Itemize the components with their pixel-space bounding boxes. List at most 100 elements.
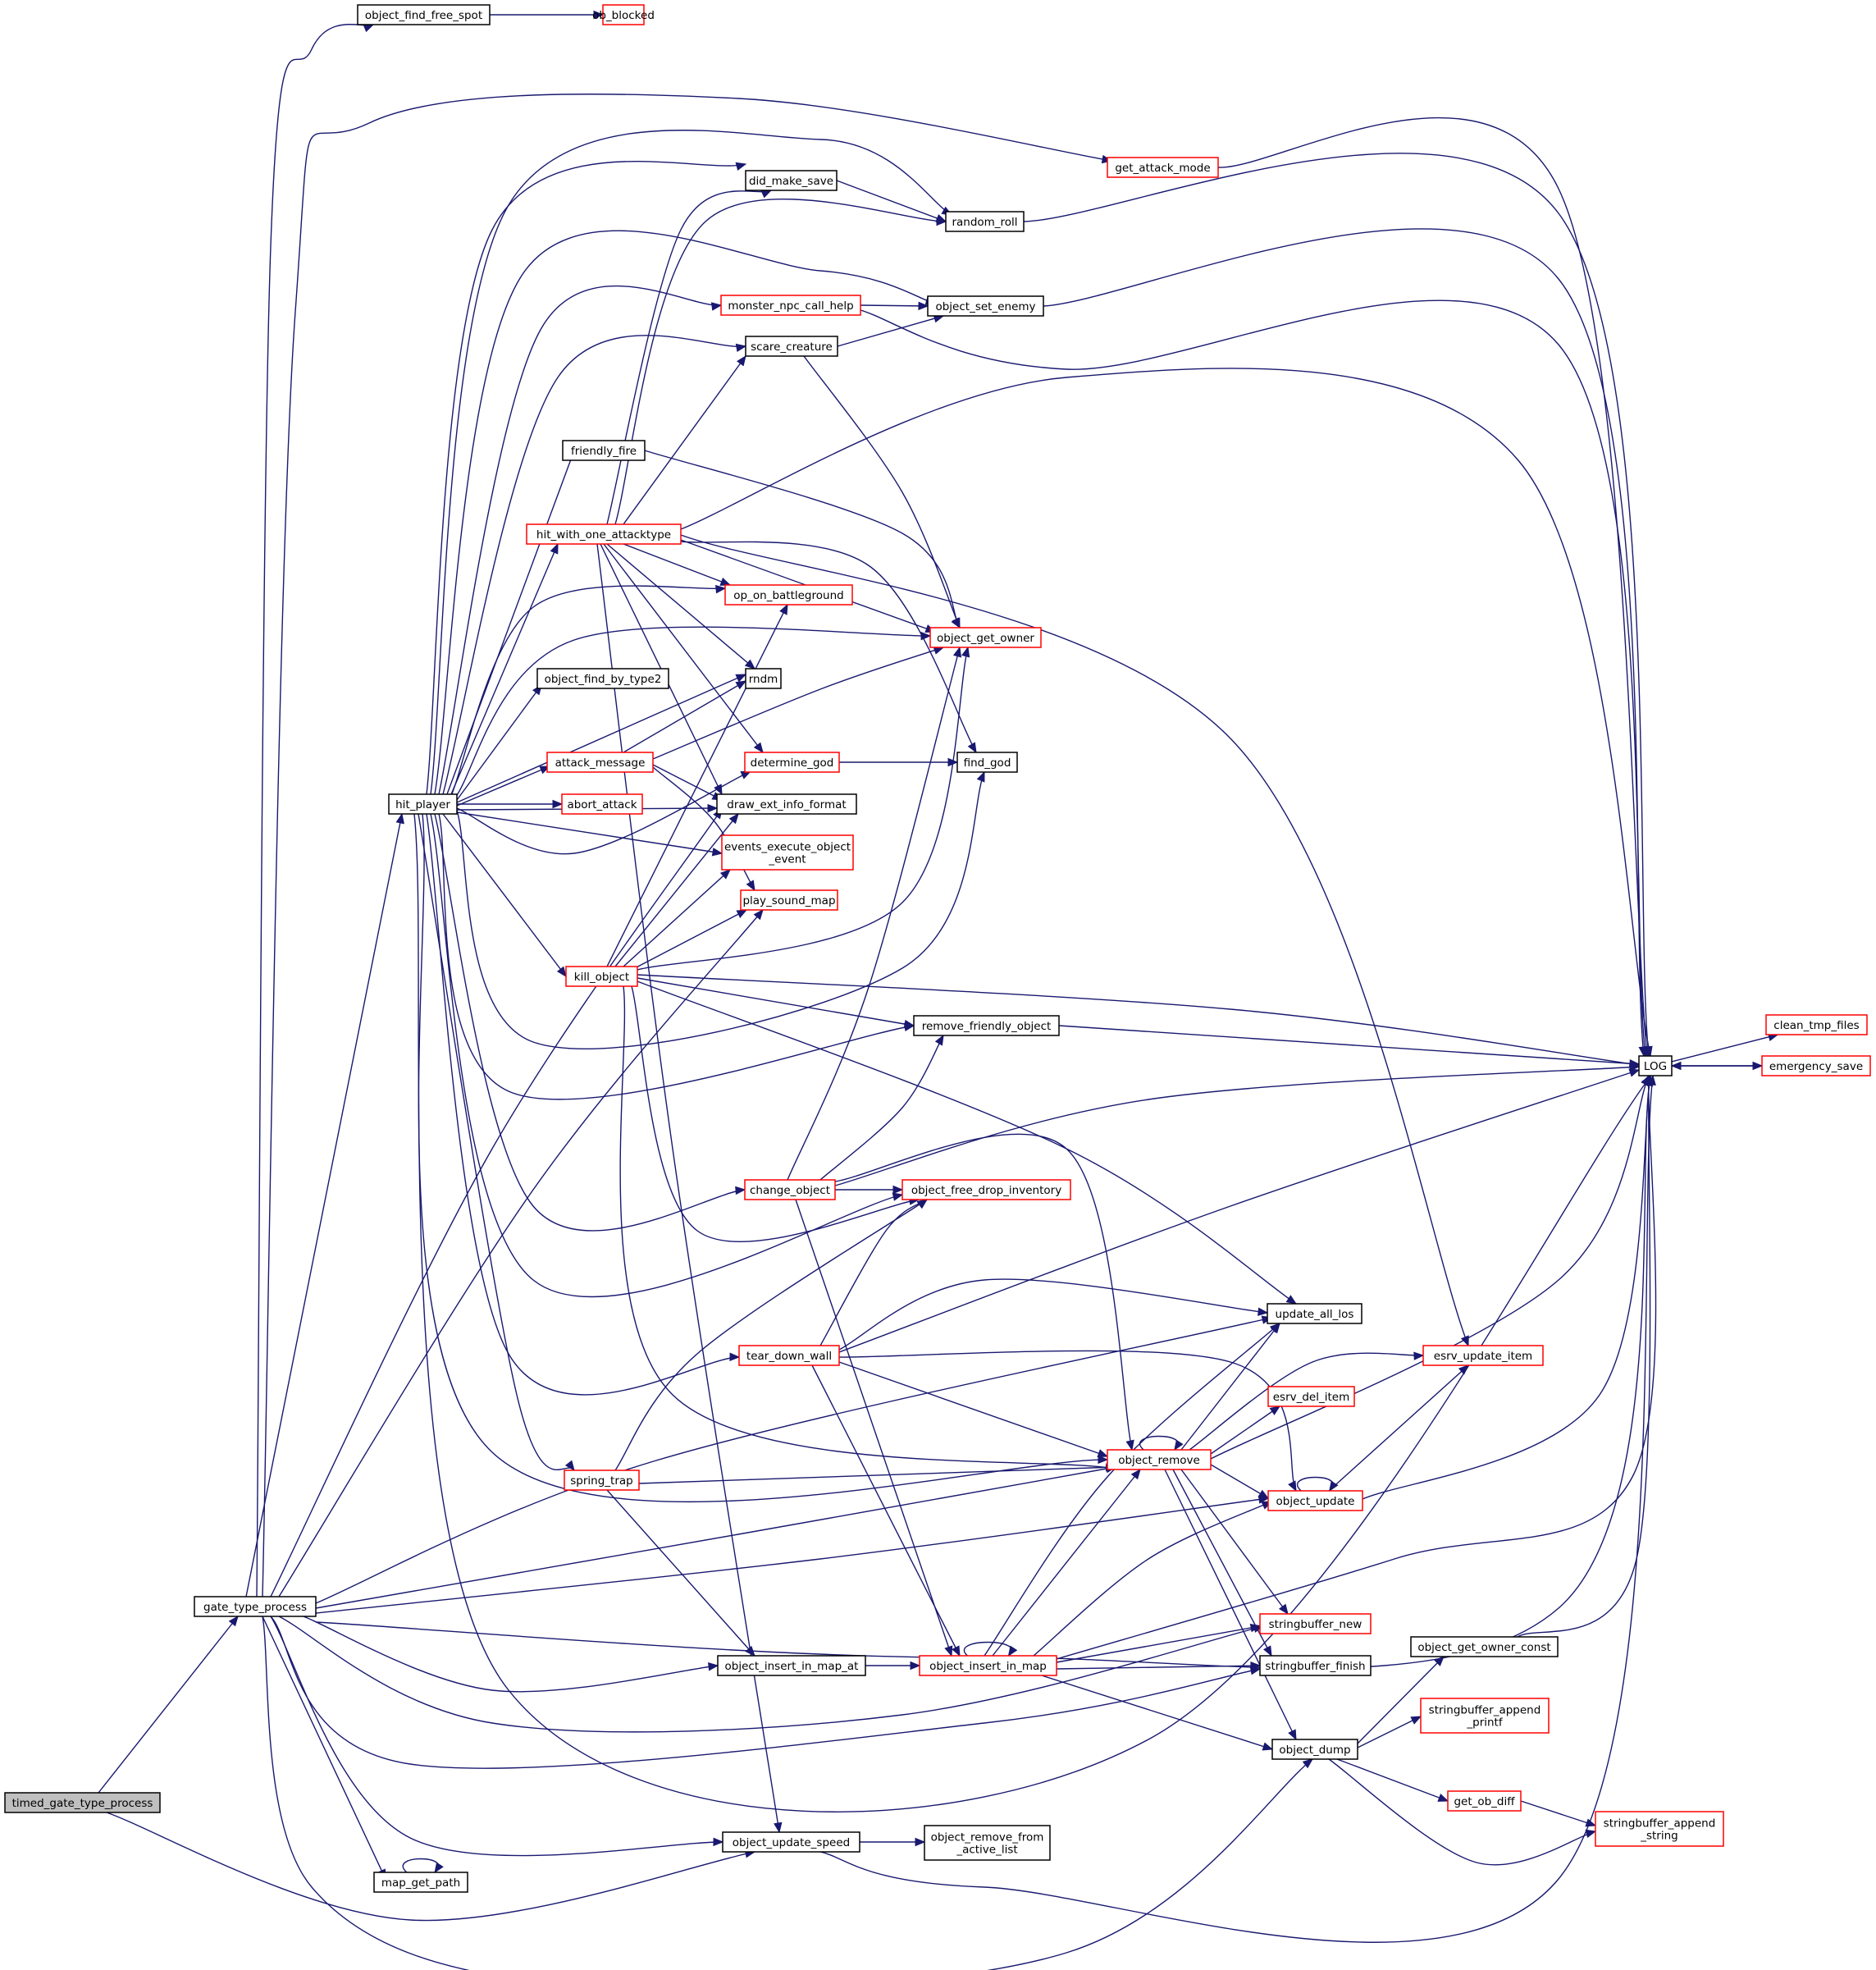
edge-hit_with_one_attacktype-to-random_roll xyxy=(614,199,947,525)
node-label: _active_list xyxy=(956,1844,1017,1857)
edge-hit_player-to-spring_trap xyxy=(418,813,575,1472)
node-stringbuffer-append-printf[interactable]: stringbuffer_append_printf xyxy=(1420,1698,1550,1734)
node-stringbuffer-new[interactable]: stringbuffer_new xyxy=(1259,1613,1372,1634)
node-object-get-owner[interactable]: object_get_owner xyxy=(929,627,1042,648)
node-determine-god[interactable]: determine_god xyxy=(744,752,840,773)
edge-get_attack_mode-to-LOG xyxy=(1217,117,1651,1058)
node-box xyxy=(717,1655,866,1676)
node-map-get-path[interactable]: map_get_path xyxy=(373,1872,468,1893)
node-emergency-save[interactable]: emergency_save xyxy=(1761,1055,1871,1076)
edge-hit_player-to-events_execute_object_event xyxy=(456,811,723,857)
edge-object_insert_in_map-to-stringbuffer_new xyxy=(1056,1623,1262,1663)
node-object-get-owner-const[interactable]: object_get_owner_const xyxy=(1410,1636,1559,1657)
node-play-sound-map[interactable]: play_sound_map xyxy=(740,889,838,911)
node-attack-message[interactable]: attack_message xyxy=(546,752,654,773)
node-label: object_set_enemy xyxy=(935,300,1035,313)
node-object-update-speed[interactable]: object_update_speed xyxy=(722,1831,860,1853)
edge-remove_friendly_object-to-LOG xyxy=(1058,1025,1641,1068)
node-monster-npc-call-help[interactable]: monster_npc_call_help xyxy=(720,295,861,316)
edge-hit_player-to-kill_object xyxy=(442,813,567,978)
node-object-find-free-spot[interactable]: object_find_free_spot xyxy=(357,4,491,25)
node-update-all-los[interactable]: update_all_los xyxy=(1267,1303,1362,1324)
node-object-free-drop-inventory[interactable]: object_free_drop_inventory xyxy=(901,1179,1071,1200)
edge-object_dump-to-stringbuffer_append_printf xyxy=(1357,1716,1422,1748)
edge-object_update_speed-to-LOG xyxy=(819,1074,1656,1943)
node-box xyxy=(924,1825,1051,1861)
node-object-insert-in-map[interactable]: object_insert_in_map xyxy=(919,1655,1057,1676)
node-LOG[interactable]: LOG xyxy=(1638,1055,1673,1076)
edge-kill_object-to-LOG xyxy=(637,974,1641,1068)
node-label: object_update xyxy=(1276,1495,1355,1508)
node-label: object_find_free_spot xyxy=(365,9,482,22)
edge-timed_gate_type_process-to-object_update_speed xyxy=(106,1812,756,1922)
edge-object_dump-to-stringbuffer_append_string xyxy=(1328,1758,1597,1866)
edge-object_insert_in_map-to-object_remove xyxy=(992,1468,1141,1657)
node-layer: timed_gate_type_process gate_type_process… xyxy=(4,4,1871,1893)
edge-object_update_speed-to-object_remove_from_active_list xyxy=(860,1837,926,1847)
node-draw-ext-info-format[interactable]: draw_ext_info_format xyxy=(716,793,857,815)
node-label: esrv_del_item xyxy=(1273,1391,1350,1404)
node-did-make-save[interactable]: did_make_save xyxy=(745,170,838,191)
edge-hit_player-to-object_find_by_type2 xyxy=(456,683,542,801)
node-label: map_get_path xyxy=(381,1876,460,1890)
node-esrv-del-item[interactable]: esrv_del_item xyxy=(1267,1386,1355,1407)
node-stringbuffer-finish[interactable]: stringbuffer_finish xyxy=(1259,1655,1372,1676)
node-find-god[interactable]: find_god xyxy=(956,752,1018,773)
edge-object_dump-to-object_get_owner_const xyxy=(1357,1656,1445,1744)
node-get-attack-mode[interactable]: get_attack_mode xyxy=(1107,157,1219,178)
node-events-execute-object-event[interactable]: events_execute_object_event xyxy=(721,834,854,871)
node-box xyxy=(913,1015,1060,1036)
node-object-dump[interactable]: object_dump xyxy=(1271,1739,1358,1760)
edge-hit_with_one_attacktype-to-find_god xyxy=(680,541,977,754)
node-box xyxy=(1595,1811,1724,1847)
node-object-remove-from-active-list[interactable]: object_remove_from_active_list xyxy=(924,1825,1051,1861)
node-hit-player[interactable]: hit_player xyxy=(388,793,458,815)
node-friendly-fire[interactable]: friendly_fire xyxy=(562,440,646,461)
node-tear-down-wall[interactable]: tear_down_wall xyxy=(738,1345,840,1366)
node-label: scare_creature xyxy=(751,341,833,354)
node-box xyxy=(740,889,838,911)
node-gate-type-process[interactable]: gate_type_process xyxy=(194,1596,317,1617)
node-label: _string xyxy=(1640,1830,1678,1843)
node-rndm[interactable]: rndm xyxy=(745,668,782,689)
node-clean-tmp-files[interactable]: clean_tmp_files xyxy=(1765,1014,1868,1035)
node-box xyxy=(1410,1636,1559,1657)
node-label: random_roll xyxy=(952,216,1017,229)
node-label: stringbuffer_finish xyxy=(1265,1660,1365,1673)
edge-object_remove-to-esrv_del_item xyxy=(1210,1406,1281,1455)
node-box xyxy=(1761,1055,1871,1076)
node-box xyxy=(956,752,1018,773)
node-spring-trap[interactable]: spring_trap xyxy=(564,1470,640,1491)
edge-change_object-to-LOG xyxy=(834,1063,1641,1186)
node-label: emergency_save xyxy=(1769,1060,1863,1073)
edge-kill_object-to-draw_ext_info_format xyxy=(614,812,739,967)
node-ob-blocked[interactable]: ob_blocked xyxy=(592,4,655,25)
node-change-object[interactable]: change_object xyxy=(744,1179,836,1200)
node-object-find-by-type2[interactable]: object_find_by_type2 xyxy=(536,668,669,689)
node-hit-with-one-attacktype[interactable]: hit_with_one_attacktype xyxy=(526,523,682,545)
node-box xyxy=(1267,1303,1362,1324)
node-label: _printf xyxy=(1466,1716,1503,1730)
node-random-roll[interactable]: random_roll xyxy=(945,211,1025,232)
node-esrv-update-item[interactable]: esrv_update_item xyxy=(1422,1345,1544,1366)
node-box xyxy=(1422,1345,1544,1366)
node-stringbuffer-append-string[interactable]: stringbuffer_append_string xyxy=(1595,1811,1724,1847)
node-remove-friendly-object[interactable]: remove_friendly_object xyxy=(913,1015,1060,1036)
node-timed-gate-type-process[interactable]: timed_gate_type_process xyxy=(4,1792,161,1813)
node-object-insert-in-map-at[interactable]: object_insert_in_map_at xyxy=(717,1655,866,1676)
edge-hit_player-to-op_on_battleground xyxy=(450,584,727,797)
node-object-set-enemy[interactable]: object_set_enemy xyxy=(927,295,1044,317)
node-object-update[interactable]: object_update xyxy=(1267,1490,1363,1511)
edge-hit_with_one_attacktype-to-LOG xyxy=(680,368,1653,1058)
node-label: object_update_speed xyxy=(733,1836,850,1849)
edge-hit_player-to-rndm xyxy=(456,674,747,803)
node-get-ob-diff[interactable]: get_ob_diff xyxy=(1447,1790,1522,1812)
node-abort-attack[interactable]: abort_attack xyxy=(561,793,643,815)
node-op-on-battleground[interactable]: op_on_battleground xyxy=(724,584,853,606)
node-label: op_on_battleground xyxy=(733,589,843,602)
node-scare-creature[interactable]: scare_creature xyxy=(745,336,838,357)
node-kill-object[interactable]: kill_object xyxy=(565,966,638,987)
node-object-remove[interactable]: object_remove xyxy=(1107,1449,1212,1470)
node-label: stringbuffer_new xyxy=(1269,1618,1362,1631)
node-box xyxy=(901,1179,1071,1200)
